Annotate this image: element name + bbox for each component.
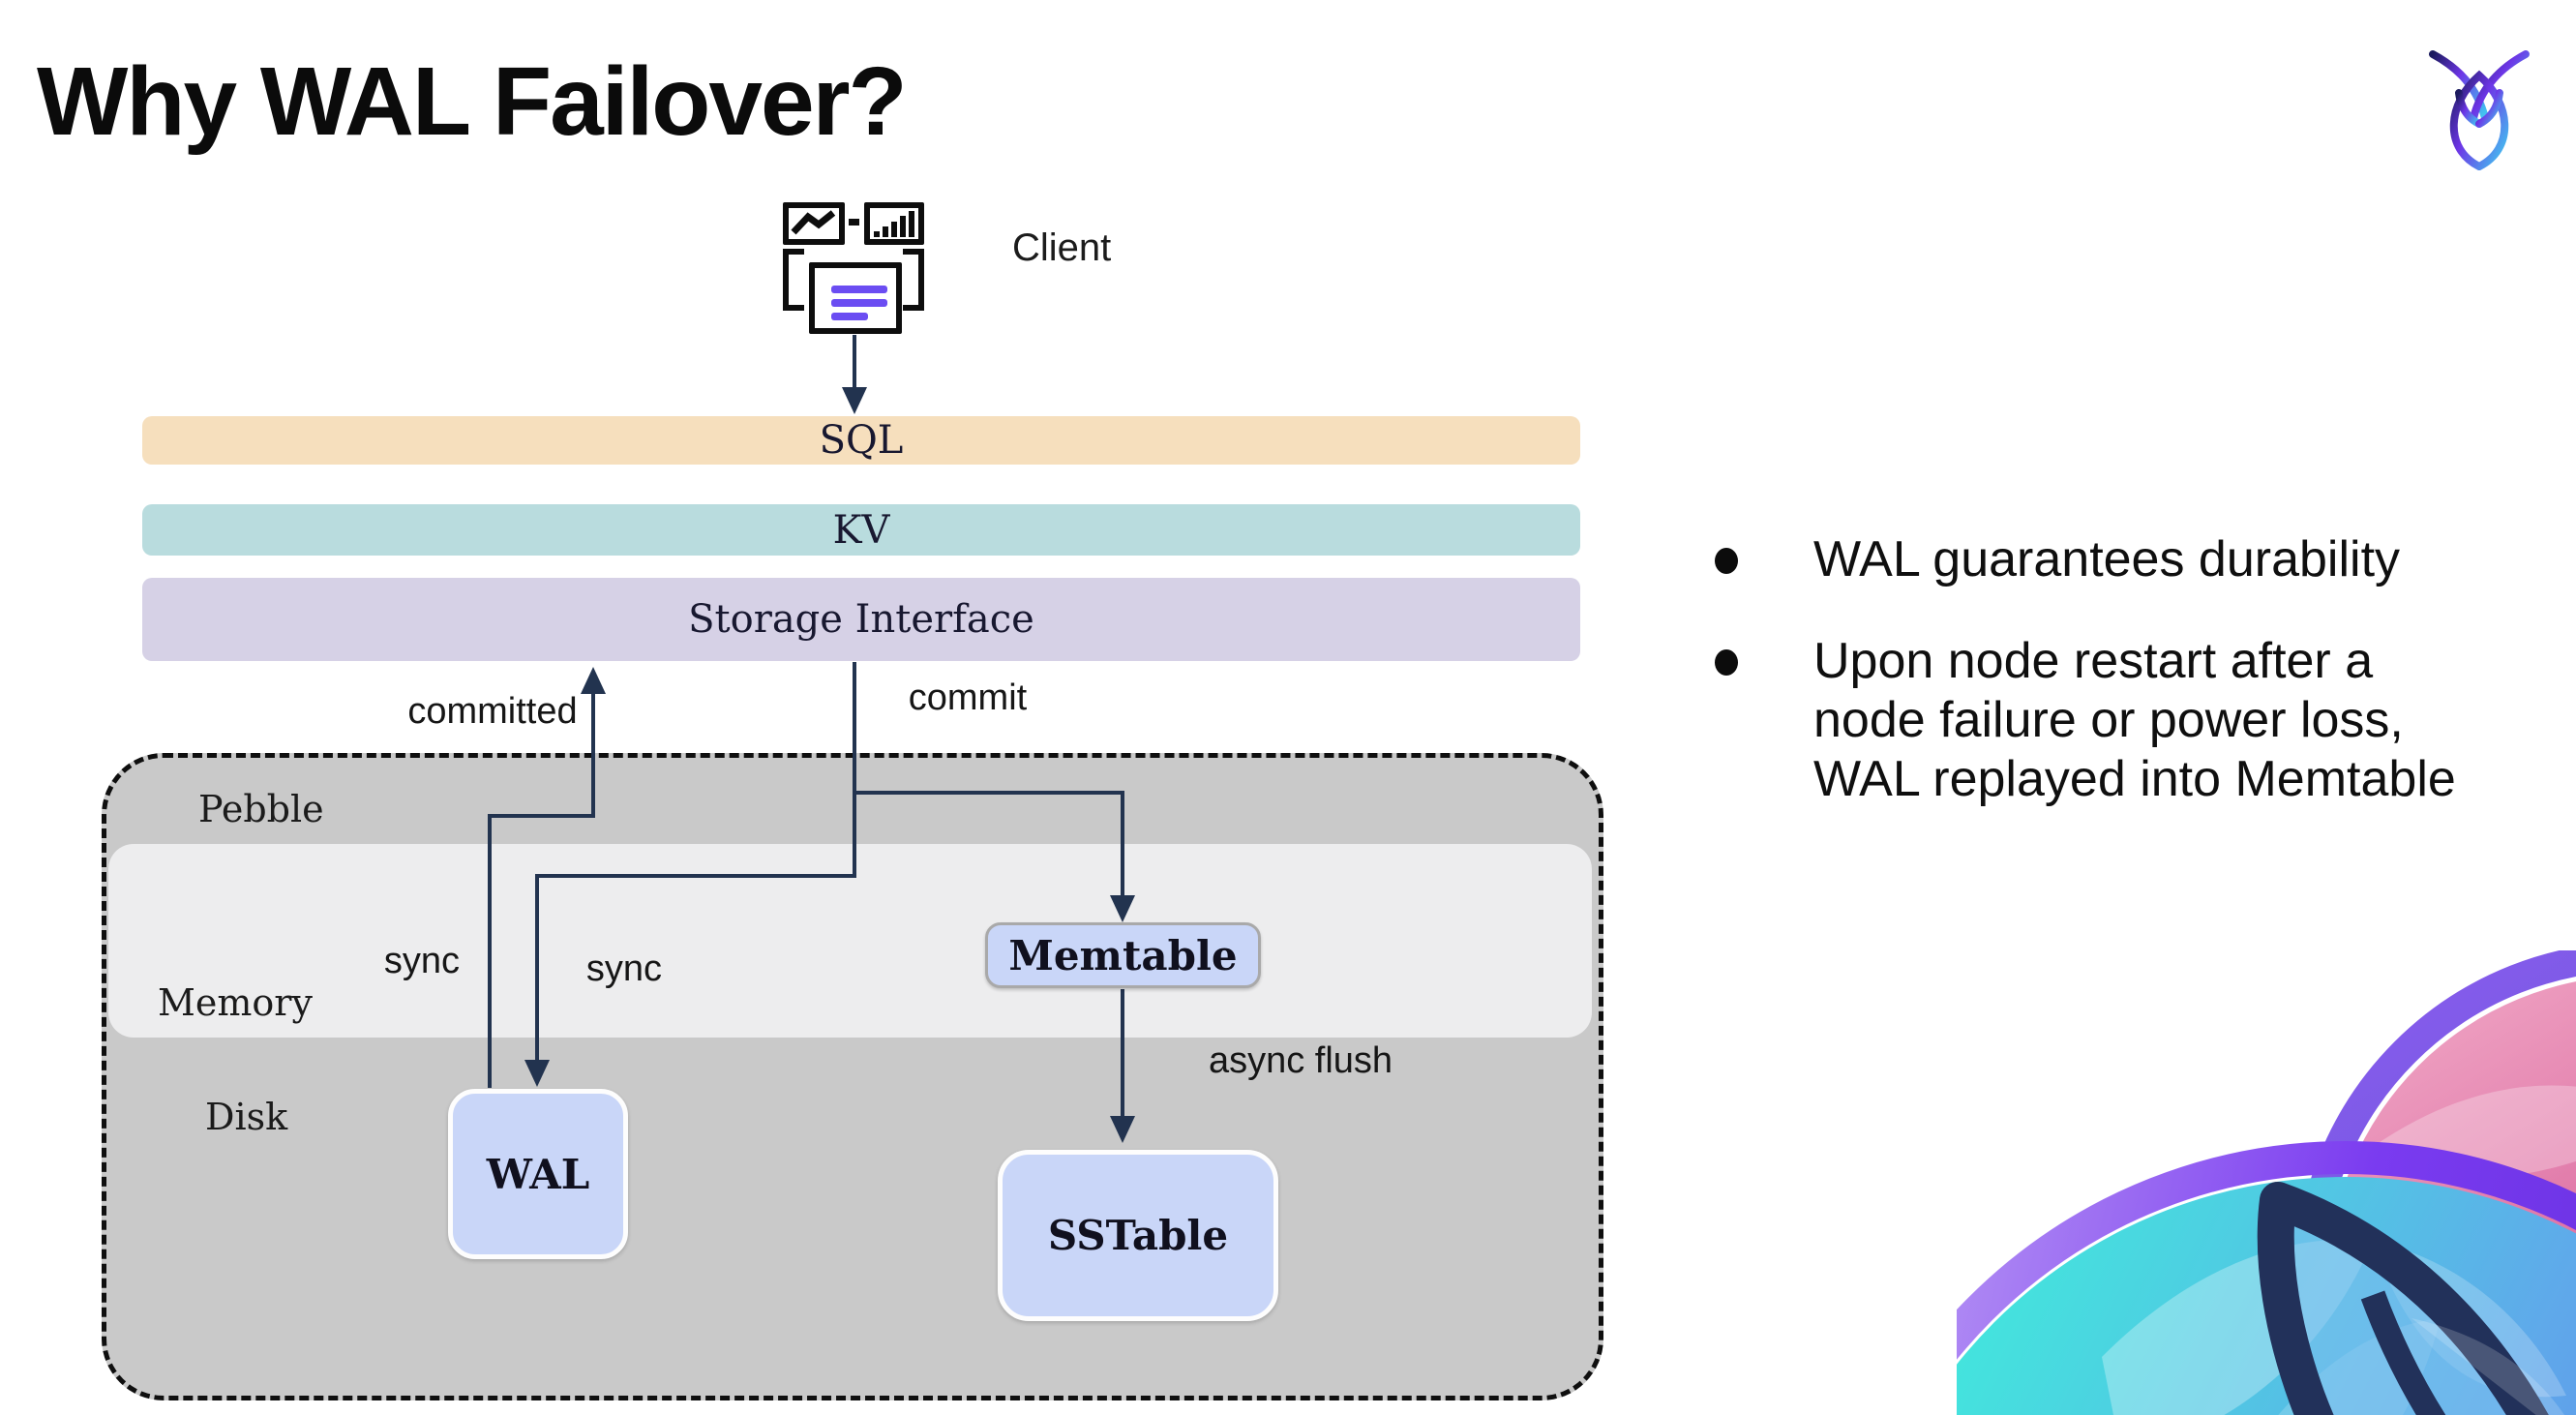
- bullet-list: WAL guarantees durability Upon node rest…: [1688, 530, 2539, 852]
- edge-label-sync-right: sync: [585, 948, 663, 989]
- sstable-box: SSTable: [998, 1150, 1278, 1321]
- memory-label: Memory: [158, 981, 313, 1024]
- memtable-box: Memtable: [985, 922, 1261, 988]
- client-bracket-right: [903, 249, 924, 311]
- cockroachdb-logo-icon: [2429, 50, 2530, 170]
- memtable-label: Memtable: [1008, 931, 1238, 979]
- edge-label-sync-left: sync: [383, 941, 461, 981]
- layer-sql: SQL: [142, 416, 1580, 465]
- layer-kv-label: KV: [832, 507, 890, 553]
- bullet-icon: [1715, 649, 1738, 676]
- layer-storage-interface: Storage Interface: [142, 578, 1580, 661]
- list-item: WAL guarantees durability: [1688, 530, 2539, 589]
- client-dash: [849, 219, 859, 226]
- edge-label-commit: commit: [908, 677, 1028, 718]
- edge-label-async-flush: async flush: [1208, 1040, 1393, 1081]
- pebble-label: Pebble: [198, 788, 324, 830]
- layer-sql-label: SQL: [819, 418, 904, 463]
- layer-storage-interface-label: Storage Interface: [688, 597, 1034, 642]
- client-bracket-left: [783, 249, 804, 311]
- bullet-line: Upon node restart after a: [1813, 633, 2374, 689]
- wal-label: WAL: [486, 1150, 590, 1198]
- list-item: Upon node restart after a node failure o…: [1688, 632, 2539, 809]
- page-title: Why WAL Failover?: [37, 47, 908, 156]
- client-label: Client: [1012, 226, 1112, 269]
- bullet-line: WAL replayed into Memtable: [1813, 751, 2456, 807]
- bullet-line: WAL guarantees durability: [1813, 531, 2401, 587]
- bullet-line: node failure or power loss,: [1813, 692, 2404, 748]
- disk-label: Disk: [205, 1096, 288, 1138]
- client-document-icon: [809, 262, 902, 334]
- sstable-label: SSTable: [1047, 1212, 1229, 1259]
- wal-box: WAL: [448, 1089, 628, 1259]
- brand-art-decoration: [1957, 950, 2576, 1415]
- layer-kv: KV: [142, 504, 1580, 556]
- bullet-icon: [1715, 548, 1738, 574]
- client-barchart-icon: [864, 202, 924, 245]
- client-linechart-icon: [783, 202, 845, 245]
- edge-label-committed: committed: [407, 691, 578, 732]
